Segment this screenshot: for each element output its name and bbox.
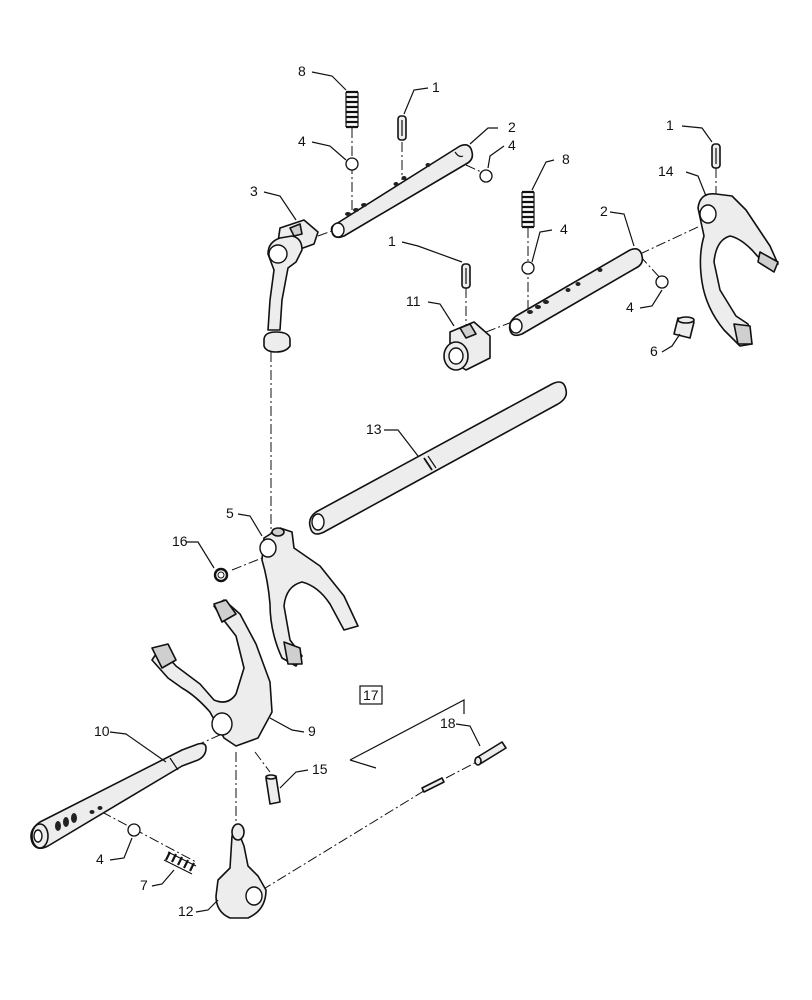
callout-5: 5 (226, 505, 234, 521)
callout-leaders (109, 71, 713, 913)
roll-pin-middle (461, 263, 471, 289)
roll-pin-top (397, 115, 407, 141)
detent-spring-right (521, 190, 535, 229)
shift-rail-middle (508, 248, 644, 337)
callout-13: 13 (366, 421, 382, 437)
callout-2-right: 2 (600, 203, 608, 219)
centerlines (101, 128, 717, 891)
callout-9: 9 (308, 723, 316, 739)
detent-ball-mid (521, 261, 535, 275)
callout-14: 14 (658, 163, 674, 179)
callout-15: 15 (312, 761, 328, 777)
shift-lever (263, 219, 319, 353)
shift-fork-center (259, 527, 359, 667)
callout-4-top-right: 4 (508, 137, 516, 153)
callout-17-box (359, 685, 383, 705)
callout-4-middle: 4 (560, 221, 568, 237)
dowel-pin (673, 316, 695, 339)
callout-18: 18 (440, 715, 456, 731)
callout-11: 11 (406, 293, 421, 309)
detent-ball-right (655, 275, 669, 289)
callout-10: 10 (94, 723, 110, 739)
spring-pin (265, 774, 281, 805)
pins-kit (421, 741, 507, 793)
callout-12: 12 (178, 903, 194, 919)
callout-1-right: 1 (666, 117, 674, 133)
detent-spring-lower (163, 851, 197, 875)
callout-4-lower: 4 (96, 851, 104, 867)
shift-rail-upper (330, 144, 474, 239)
shift-block (443, 321, 491, 371)
main-shift-rail (308, 381, 568, 535)
callout-4-right: 4 (626, 299, 634, 315)
callout-8-right: 8 (562, 151, 570, 167)
roll-pin-right (711, 143, 721, 169)
shift-block-lower (215, 823, 267, 919)
callout-4-top-left: 4 (298, 133, 306, 149)
detent-spring-top (345, 90, 359, 129)
callout-2-top: 2 (508, 119, 516, 135)
callout-16: 16 (172, 533, 188, 549)
snap-ring (213, 567, 229, 583)
callout-8-top: 8 (298, 63, 306, 79)
callout-1-top: 1 (432, 79, 440, 95)
callout-7: 7 (140, 877, 148, 893)
shift-rail-lower (30, 742, 207, 850)
callout-1-middle: 1 (388, 233, 396, 249)
callout-17: 17 (363, 687, 379, 703)
shift-fork-large (151, 599, 273, 747)
callout-6: 6 (650, 343, 658, 359)
detent-ball-lower (127, 823, 141, 837)
shift-fork-right (697, 192, 779, 347)
kit-bracket (349, 699, 465, 769)
callout-3: 3 (250, 183, 258, 199)
detent-ball-top-right (479, 169, 493, 183)
detent-ball-top-left (345, 157, 359, 171)
callout-labels: 8 1 2 4 4 3 8 2 4 1 1 14 4 11 6 13 5 16 … (94, 63, 674, 919)
